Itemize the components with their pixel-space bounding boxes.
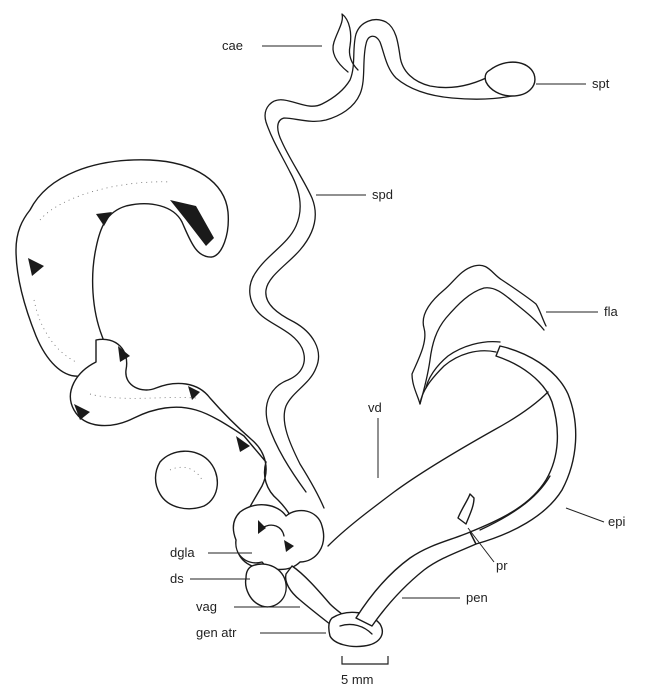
scale-bar: 5 mm bbox=[341, 656, 388, 687]
label-epi-group: epi bbox=[566, 508, 625, 529]
penial-retractor bbox=[458, 494, 474, 524]
spermathecal-duct bbox=[250, 20, 533, 508]
label-vag: vag bbox=[196, 599, 217, 614]
spermatheca bbox=[485, 62, 535, 96]
label-ds: ds bbox=[170, 571, 184, 586]
label-cae-group: cae bbox=[222, 38, 322, 53]
label-spt-group: spt bbox=[536, 76, 610, 91]
label-dgla: dgla bbox=[170, 545, 195, 560]
label-vd: vd bbox=[368, 400, 382, 415]
label-vag-group: vag bbox=[196, 599, 300, 614]
label-pen-group: pen bbox=[402, 590, 488, 605]
penis bbox=[356, 532, 476, 626]
label-pr: pr bbox=[496, 558, 508, 573]
scale-bar-line bbox=[342, 656, 388, 664]
dart-sac bbox=[246, 564, 287, 607]
label-epi: epi bbox=[608, 514, 625, 529]
label-ds-group: ds bbox=[170, 571, 250, 586]
label-pen: pen bbox=[466, 590, 488, 605]
label-fla-group: fla bbox=[546, 304, 619, 319]
label-fla: fla bbox=[604, 304, 619, 319]
label-spd-group: spd bbox=[316, 187, 393, 202]
talon bbox=[156, 451, 218, 508]
label-spt: spt bbox=[592, 76, 610, 91]
flagellum bbox=[412, 265, 546, 404]
leader-epi bbox=[566, 508, 604, 522]
albumen-gland bbox=[16, 160, 228, 376]
label-spd: spd bbox=[372, 187, 393, 202]
label-cae: cae bbox=[222, 38, 243, 53]
label-gen-atr-group: gen atr bbox=[196, 625, 326, 640]
scale-bar-label: 5 mm bbox=[341, 672, 374, 687]
label-gen-atr: gen atr bbox=[196, 625, 237, 640]
label-vd-group: vd bbox=[368, 400, 382, 478]
dart-gland bbox=[233, 505, 323, 570]
epiphallus bbox=[470, 346, 576, 544]
